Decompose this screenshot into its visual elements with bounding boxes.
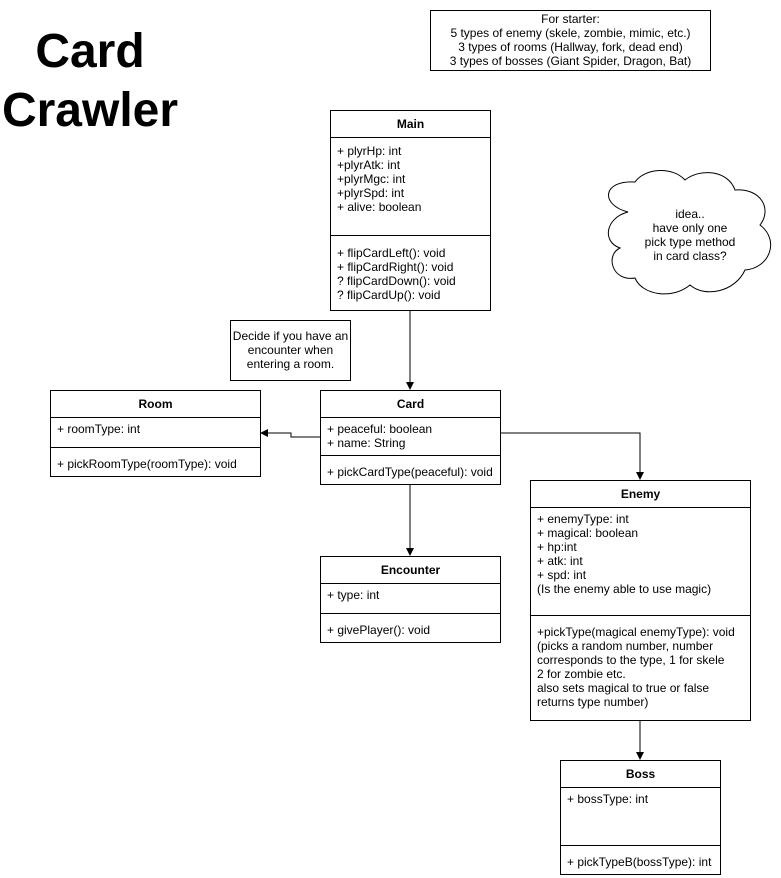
method: ? flipCardDown(): void <box>337 274 456 288</box>
class-card-name: Card <box>321 391 500 418</box>
card-to-enemy-arrow <box>500 432 644 480</box>
method: ? flipCardUp(): void <box>337 288 441 302</box>
starter-note-line: 3 types of bosses (Giant Spider, Dragon,… <box>449 54 692 68</box>
attribute: +plyrMgc: int <box>337 172 406 186</box>
idea-cloud-shape <box>607 170 772 295</box>
class-room-attributes: + roomType: int <box>51 418 260 448</box>
encounter-note-line: entering a room. <box>246 357 335 371</box>
card-to-room-arrow <box>260 429 320 438</box>
class-boss-attributes: + bossType: int <box>561 788 720 846</box>
class-room-name: Room <box>51 391 260 418</box>
attribute: + spd: int <box>537 568 587 582</box>
idea-cloud-line: have only one <box>652 221 728 235</box>
attribute: +plyrAtk: int <box>337 158 401 172</box>
class-room-methods: + pickRoomType(roomType): void <box>51 448 260 475</box>
method: + pickCardType(peaceful): void <box>327 465 493 479</box>
class-boss: Boss + bossType: int + pickTypeB(bossTyp… <box>560 760 721 875</box>
class-encounter-attributes: + type: int <box>321 584 500 614</box>
method: + flipCardLeft(): void <box>337 246 446 260</box>
method-note: corresponds to the type, 1 for skele <box>537 653 725 667</box>
idea-cloud-line: idea.. <box>675 207 705 221</box>
attribute: + hp:int <box>537 540 577 554</box>
class-boss-methods: + pickTypeB(bossType): int <box>561 846 720 873</box>
method: + givePlayer(): void <box>327 623 431 637</box>
class-main-attributes: + plyrHp: int +plyrAtk: int +plyrMgc: in… <box>331 138 490 236</box>
class-enemy-attributes: + enemyType: int + magical: boolean + hp… <box>531 508 750 616</box>
class-encounter: Encounter + type: int + givePlayer(): vo… <box>320 556 501 643</box>
class-enemy: Enemy + enemyType: int + magical: boolea… <box>530 480 751 721</box>
attribute-note: (Is the enemy able to use magic) <box>537 582 712 596</box>
attribute: + alive: boolean <box>337 200 422 214</box>
method-note: also sets magical to true or false <box>537 681 710 695</box>
method: + pickTypeB(bossType): int <box>567 855 712 869</box>
starter-note-line: For starter: <box>541 12 600 26</box>
idea-cloud-text: idea.. have only one pick type method in… <box>628 207 752 263</box>
class-main-methods: + flipCardLeft(): void + flipCardRight()… <box>331 236 490 306</box>
attribute: + enemyType: int <box>537 512 629 526</box>
attribute: + atk: int <box>537 554 583 568</box>
starter-note: For starter: 5 types of enemy (skele, zo… <box>430 10 711 71</box>
method-note: returns type number) <box>537 695 649 709</box>
class-card-attributes: + peaceful: boolean + name: String <box>321 418 500 456</box>
idea-cloud-line: in card class? <box>653 249 727 263</box>
method-note: (picks a random number, number <box>537 639 714 653</box>
class-main: Main + plyrHp: int +plyrAtk: int +plyrMg… <box>330 110 491 311</box>
class-boss-name: Boss <box>561 761 720 788</box>
title-line-2: Crawler <box>1 84 179 137</box>
class-encounter-name: Encounter <box>321 557 500 584</box>
attribute: + peaceful: boolean <box>327 422 433 436</box>
method: +pickType(magical enemyType): void <box>537 625 735 639</box>
encounter-note-line: encounter when <box>247 343 334 357</box>
class-card: Card + peaceful: boolean + name: String … <box>320 390 501 485</box>
method: + flipCardRight(): void <box>337 260 454 274</box>
idea-cloud-line: pick type method <box>644 235 736 249</box>
starter-note-line: 5 types of enemy (skele, zombie, mimic, … <box>450 26 691 40</box>
class-main-name: Main <box>331 111 490 138</box>
method: + pickRoomType(roomType): void <box>57 457 237 471</box>
encounter-note: Decide if you have an encounter when ent… <box>230 320 351 381</box>
encounter-note-line: Decide if you have an <box>232 329 349 343</box>
attribute: + type: int <box>327 588 380 602</box>
starter-note-line: 3 types of rooms (Hallway, fork, dead en… <box>458 40 683 54</box>
title-line-1: Card <box>35 25 145 78</box>
attribute: + plyrHp: int <box>337 144 402 158</box>
class-enemy-methods: +pickType(magical enemyType): void (pick… <box>531 616 750 713</box>
method-note: 2 for zombie etc. <box>537 667 626 681</box>
attribute: + bossType: int <box>567 792 649 806</box>
diagram-title: Card Crawler <box>0 22 180 140</box>
class-enemy-name: Enemy <box>531 481 750 508</box>
class-encounter-methods: + givePlayer(): void <box>321 614 500 641</box>
attribute: + magical: boolean <box>537 526 639 540</box>
attribute: + name: String <box>327 436 406 450</box>
class-card-methods: + pickCardType(peaceful): void <box>321 456 500 483</box>
attribute: +plyrSpd: int <box>337 186 405 200</box>
class-room: Room + roomType: int + pickRoomType(room… <box>50 390 261 477</box>
attribute: + roomType: int <box>57 422 141 436</box>
